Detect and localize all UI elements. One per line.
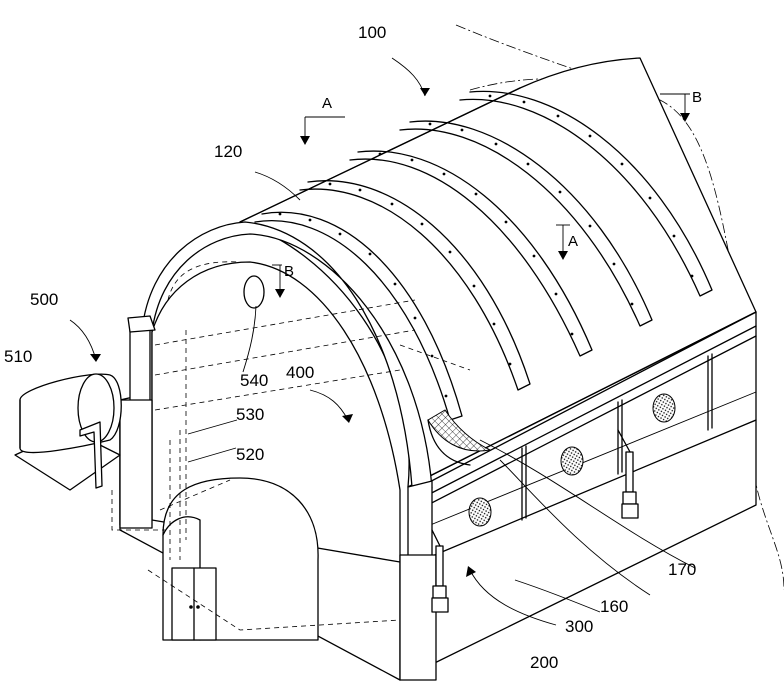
roof-bands bbox=[254, 90, 713, 466]
leader-lines bbox=[69, 57, 696, 626]
machine bbox=[14, 373, 122, 491]
duct-outlet bbox=[243, 275, 265, 309]
label-510: 510 bbox=[4, 347, 32, 366]
label-160: 160 bbox=[600, 597, 628, 616]
fan-icon bbox=[652, 393, 676, 423]
label-540: 540 bbox=[240, 371, 268, 390]
section-label-b-right: B bbox=[692, 89, 702, 106]
label-120: 120 bbox=[214, 142, 242, 161]
actuators bbox=[431, 429, 639, 613]
label-400: 400 bbox=[286, 363, 314, 382]
posts bbox=[399, 480, 437, 681]
fan-icon bbox=[560, 446, 584, 476]
hidden-lines bbox=[111, 261, 471, 631]
label-530: 530 bbox=[236, 405, 264, 424]
label-100: 100 bbox=[358, 23, 386, 42]
label-520: 520 bbox=[236, 445, 264, 464]
section-label-a-top: A bbox=[322, 95, 332, 112]
label-200: 200 bbox=[530, 653, 558, 672]
side-frame bbox=[417, 311, 757, 563]
label-300: 300 bbox=[565, 617, 593, 636]
section-label-b-left: B bbox=[284, 263, 294, 280]
label-500: 500 bbox=[30, 290, 58, 309]
fan-icon bbox=[468, 497, 492, 527]
label-170: 170 bbox=[668, 560, 696, 579]
section-label-a-mid: A bbox=[568, 233, 578, 250]
section-markers bbox=[272, 93, 690, 298]
